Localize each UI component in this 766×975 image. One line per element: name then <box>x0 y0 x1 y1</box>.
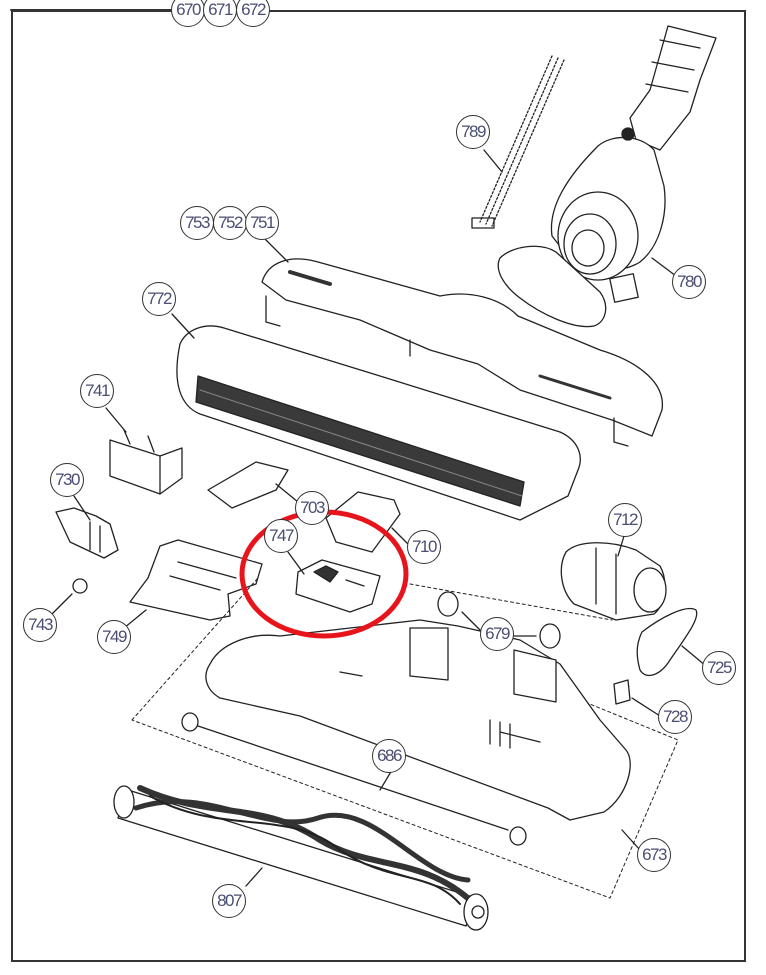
callout-780: 780 <box>672 265 706 299</box>
callout-703: 703 <box>295 491 329 525</box>
callout-741: 741 <box>80 374 114 408</box>
sensor-board-part-747 <box>287 551 381 613</box>
callout-747: 747 <box>264 519 298 553</box>
leader-728 <box>631 697 661 717</box>
front-bumper-part-772 <box>171 313 581 521</box>
leader-789 <box>483 149 503 173</box>
leader-747 <box>287 551 305 575</box>
callout-725: 725 <box>702 651 736 685</box>
leader-743 <box>49 593 73 617</box>
callout-807: 807 <box>212 884 246 918</box>
callout-673: 673 <box>637 838 671 872</box>
callout-749: 749 <box>97 620 131 654</box>
brush-roll-part-807 <box>113 785 489 931</box>
leader-749 <box>123 609 147 629</box>
callout-753: 753 <box>180 206 214 240</box>
leader-772 <box>171 313 195 339</box>
callout-751: 751 <box>245 206 279 240</box>
belt-part-725 <box>636 607 707 677</box>
callout-710: 710 <box>407 530 441 564</box>
diagram-frame <box>11 10 746 962</box>
micro-switch-part-730 <box>55 495 119 559</box>
callout-752: 752 <box>213 206 247 240</box>
leader-751 <box>263 237 289 263</box>
neck-joint-part-780 <box>497 25 717 328</box>
end-caps-part-686 <box>181 712 527 846</box>
callout-670: 670 <box>171 0 205 27</box>
ball-part-743 <box>72 578 88 594</box>
leader-673 <box>621 829 641 851</box>
callout-712: 712 <box>608 503 642 537</box>
callout-671: 671 <box>203 0 237 27</box>
leader-710 <box>391 527 409 545</box>
assembly-673-boundary <box>131 577 679 899</box>
leader-780 <box>651 257 677 277</box>
callout-672: 672 <box>236 0 270 27</box>
motor-part-712 <box>560 535 667 621</box>
upper-cover-part-751 <box>261 237 664 447</box>
pcb-sheet-part-749 <box>123 539 263 629</box>
clip-part-728 <box>613 679 661 717</box>
leader-712 <box>617 535 625 557</box>
callout-686: 686 <box>372 739 406 773</box>
leader-703 <box>275 483 299 503</box>
leader-730 <box>73 495 91 521</box>
callout-679: 679 <box>480 617 514 651</box>
cover-part-710 <box>325 491 409 553</box>
small-rollers-part-679 <box>437 591 561 649</box>
callout-789: 789 <box>456 115 490 149</box>
leader-741 <box>105 407 127 433</box>
callout-743: 743 <box>23 608 57 642</box>
leader-807 <box>245 867 263 887</box>
base-frame-part-673 <box>205 619 631 821</box>
wire-harness-part-789 <box>471 55 565 229</box>
callout-730: 730 <box>50 463 84 497</box>
switch-bracket-part-741 <box>105 407 183 495</box>
callout-728: 728 <box>658 700 692 734</box>
callout-772: 772 <box>142 282 176 316</box>
cover-part-703 <box>207 461 299 509</box>
